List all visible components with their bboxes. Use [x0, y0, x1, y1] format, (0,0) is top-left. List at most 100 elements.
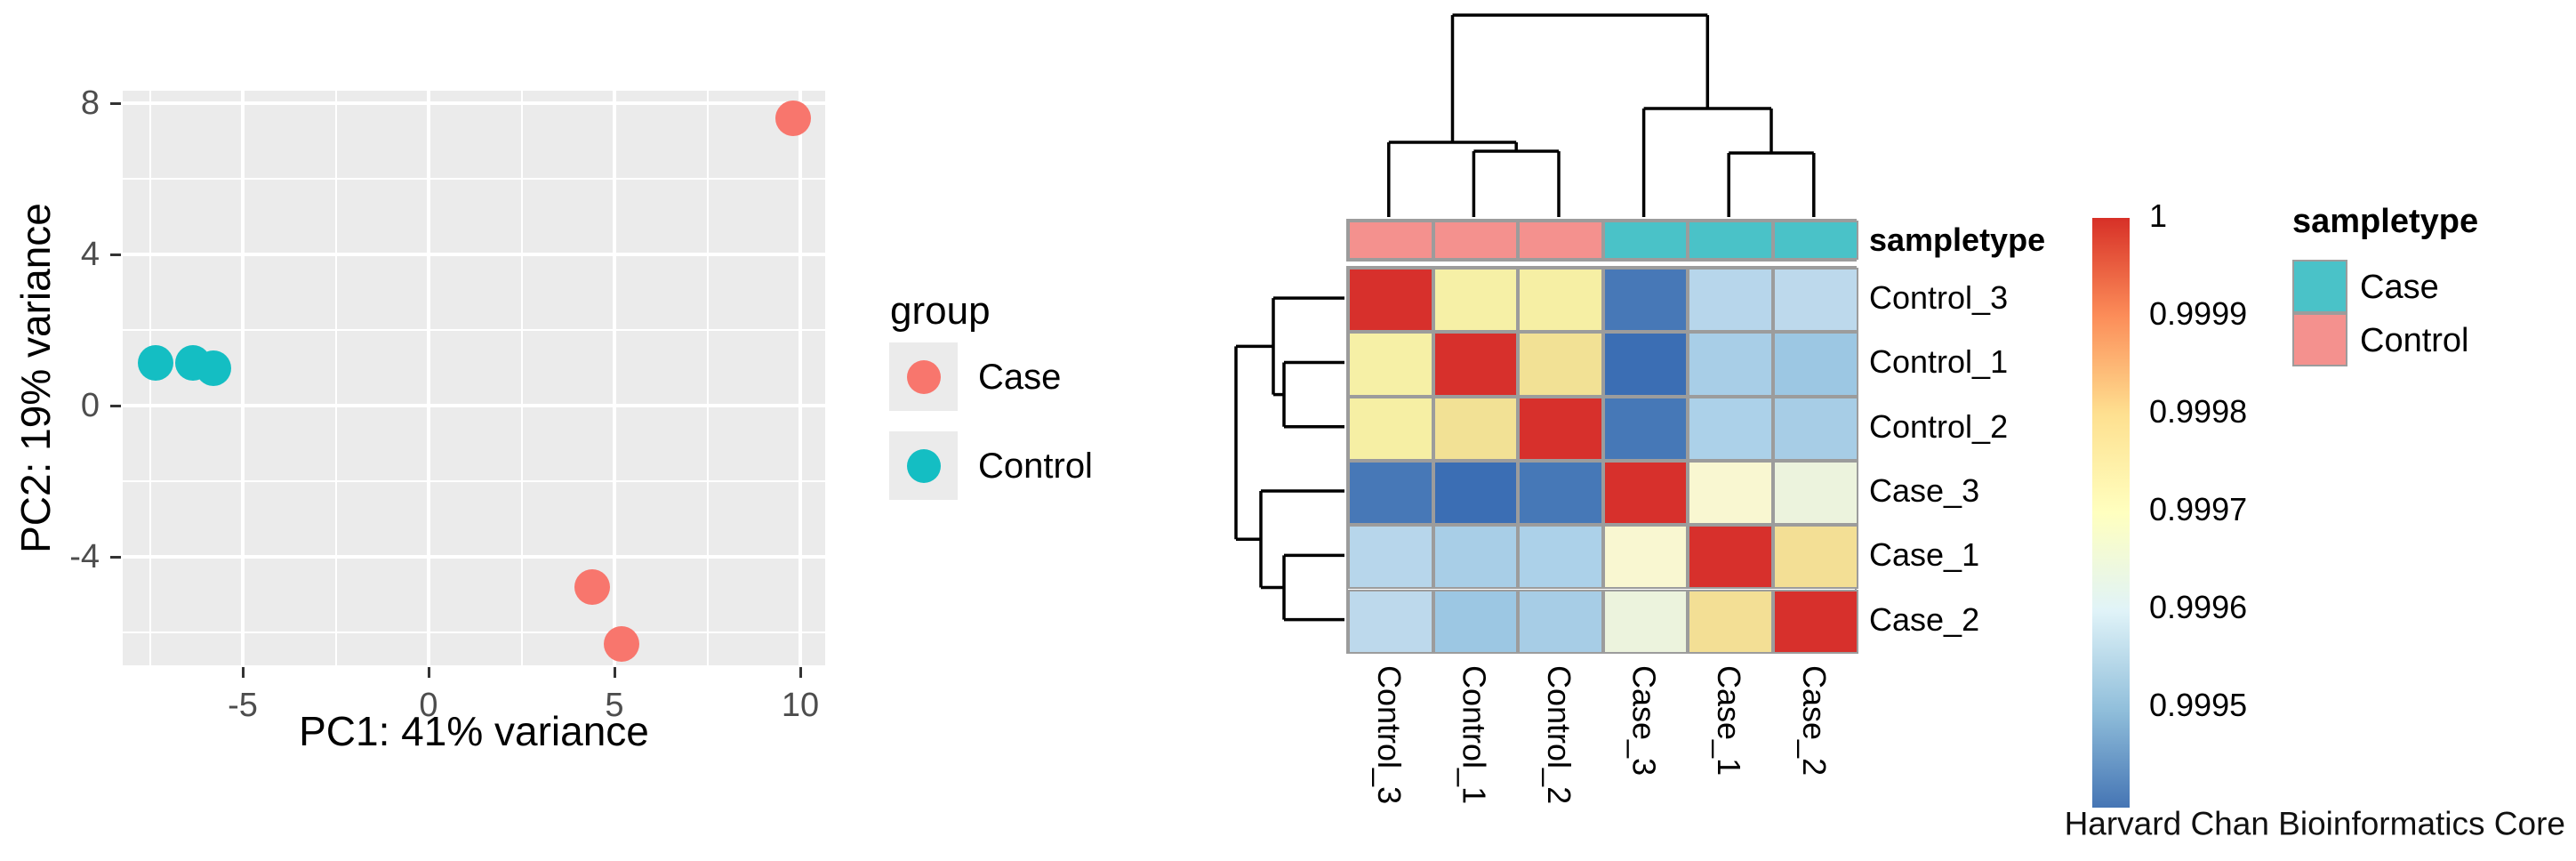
heatmap-cell: [1602, 332, 1689, 397]
y-tick-label: 0: [80, 387, 100, 424]
heatmap-cell: [1518, 396, 1603, 461]
heatmap-cell: [1602, 396, 1689, 461]
x-major-gridline: [798, 91, 802, 665]
heatmap-cell: [1602, 460, 1689, 526]
heatmap-cell: [1688, 396, 1773, 461]
annotation-cell-case_3: [1602, 221, 1689, 260]
heatmap-cell: [1432, 589, 1519, 654]
heatmap-cell: [1773, 460, 1858, 526]
x-minor-gridline: [334, 91, 337, 665]
heatmap-cell: [1432, 268, 1519, 333]
heatmap-legend-title: sampletype: [2292, 203, 2479, 240]
case-swatch-icon: [2292, 260, 2347, 313]
y-minor-gridline: [123, 329, 825, 331]
pca-legend-key-control: [889, 431, 958, 500]
heatmap-cell: [1348, 396, 1433, 461]
pca-point-case: [604, 625, 640, 662]
annotation-cell-control_3: [1348, 221, 1433, 260]
pca-legend-key-case: [889, 342, 958, 411]
heatmap-cell: [1688, 525, 1773, 590]
heatmap-cell: [1432, 460, 1519, 526]
y-major-gridline: [123, 253, 825, 256]
heatmap-cell: [1688, 589, 1773, 654]
heatmap-cell: [1432, 332, 1519, 397]
y-tick-mark: [110, 101, 121, 105]
x-major-gridline: [241, 91, 245, 665]
heatmap-row-label: Case_3: [1869, 472, 1980, 510]
heatmap-cell: [1518, 589, 1603, 654]
heatmap-column-label: Control_1: [1456, 665, 1493, 805]
x-major-gridline: [613, 91, 616, 665]
sampletype-annotation-bar: [1346, 219, 1858, 262]
heatmap-column-label: Control_3: [1370, 665, 1408, 805]
heatmap-cell: [1602, 268, 1689, 333]
annotation-cell-case_2: [1773, 221, 1858, 260]
y-tick-label: 4: [80, 236, 100, 273]
heatmap-colorbar: [2092, 218, 2130, 808]
heatmap-column-label: Case_2: [1795, 665, 1833, 777]
annotation-cell-control_1: [1432, 221, 1519, 260]
pca-plot-panel: [123, 91, 825, 665]
y-major-gridline: [123, 101, 825, 105]
y-tick-mark: [110, 404, 121, 407]
annotation-cell-control_2: [1518, 221, 1603, 260]
credit-text: Harvard Chan Bioinformatics Core: [2064, 805, 2565, 842]
x-tick-mark: [427, 667, 430, 678]
pca-point-control: [137, 344, 173, 381]
x-tick-label: 10: [781, 687, 820, 724]
correlation-heatmap-grid: [1346, 266, 1858, 654]
heatmap-column-label: Case_3: [1625, 665, 1663, 777]
case-point-icon: [906, 359, 941, 394]
y-tick-mark: [110, 253, 121, 256]
heatmap-row-label: Case_2: [1869, 600, 1980, 638]
x-tick-mark: [613, 667, 616, 678]
control-swatch-icon: [2292, 313, 2347, 366]
pca-legend-title: group: [890, 289, 991, 333]
pca-y-axis-title: PC2: 19% variance: [12, 203, 59, 553]
colorbar-tick-label: 0.9997: [2149, 491, 2248, 527]
heatmap-cell: [1602, 525, 1689, 590]
y-major-gridline: [123, 555, 825, 559]
heatmap-cell: [1518, 268, 1603, 333]
heatmap-column-label: Control_2: [1541, 665, 1577, 805]
y-tick-mark: [110, 555, 121, 559]
heatmap-legend-label-case: Case: [2360, 269, 2439, 306]
heatmap-cell: [1773, 396, 1858, 461]
heatmap-cell: [1348, 589, 1433, 654]
heatmap-column-label: Case_1: [1711, 665, 1748, 777]
heatmap-cell: [1773, 525, 1858, 590]
heatmap-row-label: Control_1: [1869, 343, 2009, 381]
colorbar-tick-label: 0.9999: [2149, 295, 2248, 332]
heatmap-cell: [1688, 332, 1773, 397]
heatmap-cell: [1773, 589, 1858, 654]
heatmap-row-label: Control_3: [1869, 279, 2009, 317]
heatmap-row-label: Case_1: [1869, 536, 1980, 574]
x-major-gridline: [427, 91, 430, 665]
y-tick-label: -4: [69, 538, 100, 575]
heatmap-cell: [1348, 525, 1433, 590]
colorbar-tick-label: 0.9996: [2149, 589, 2248, 625]
heatmap-cell: [1348, 268, 1433, 333]
heatmap-cell: [1602, 589, 1689, 654]
colorbar-tick-label: 0.9995: [2149, 687, 2248, 723]
pca-point-control: [195, 350, 231, 386]
x-tick-mark: [241, 667, 245, 678]
y-tick-label: 8: [80, 84, 100, 122]
y-minor-gridline: [123, 480, 825, 482]
heatmap-cell: [1773, 332, 1858, 397]
pca-x-axis-title: PC1: 41% variance: [299, 708, 649, 754]
x-tick-label: 5: [605, 687, 624, 724]
annotation-cell-case_1: [1688, 221, 1773, 260]
heatmap-cell: [1688, 268, 1773, 333]
x-minor-gridline: [706, 91, 709, 665]
y-minor-gridline: [123, 178, 825, 180]
heatmap-cell: [1432, 396, 1519, 461]
heatmap-cell: [1518, 332, 1603, 397]
control-point-icon: [906, 448, 941, 483]
heatmap-cell: [1518, 460, 1603, 526]
heatmap-row-label: Control_2: [1869, 407, 2009, 445]
heatmap-cell: [1518, 525, 1603, 590]
x-tick-label: 0: [419, 687, 438, 724]
heatmap-cell: [1688, 460, 1773, 526]
